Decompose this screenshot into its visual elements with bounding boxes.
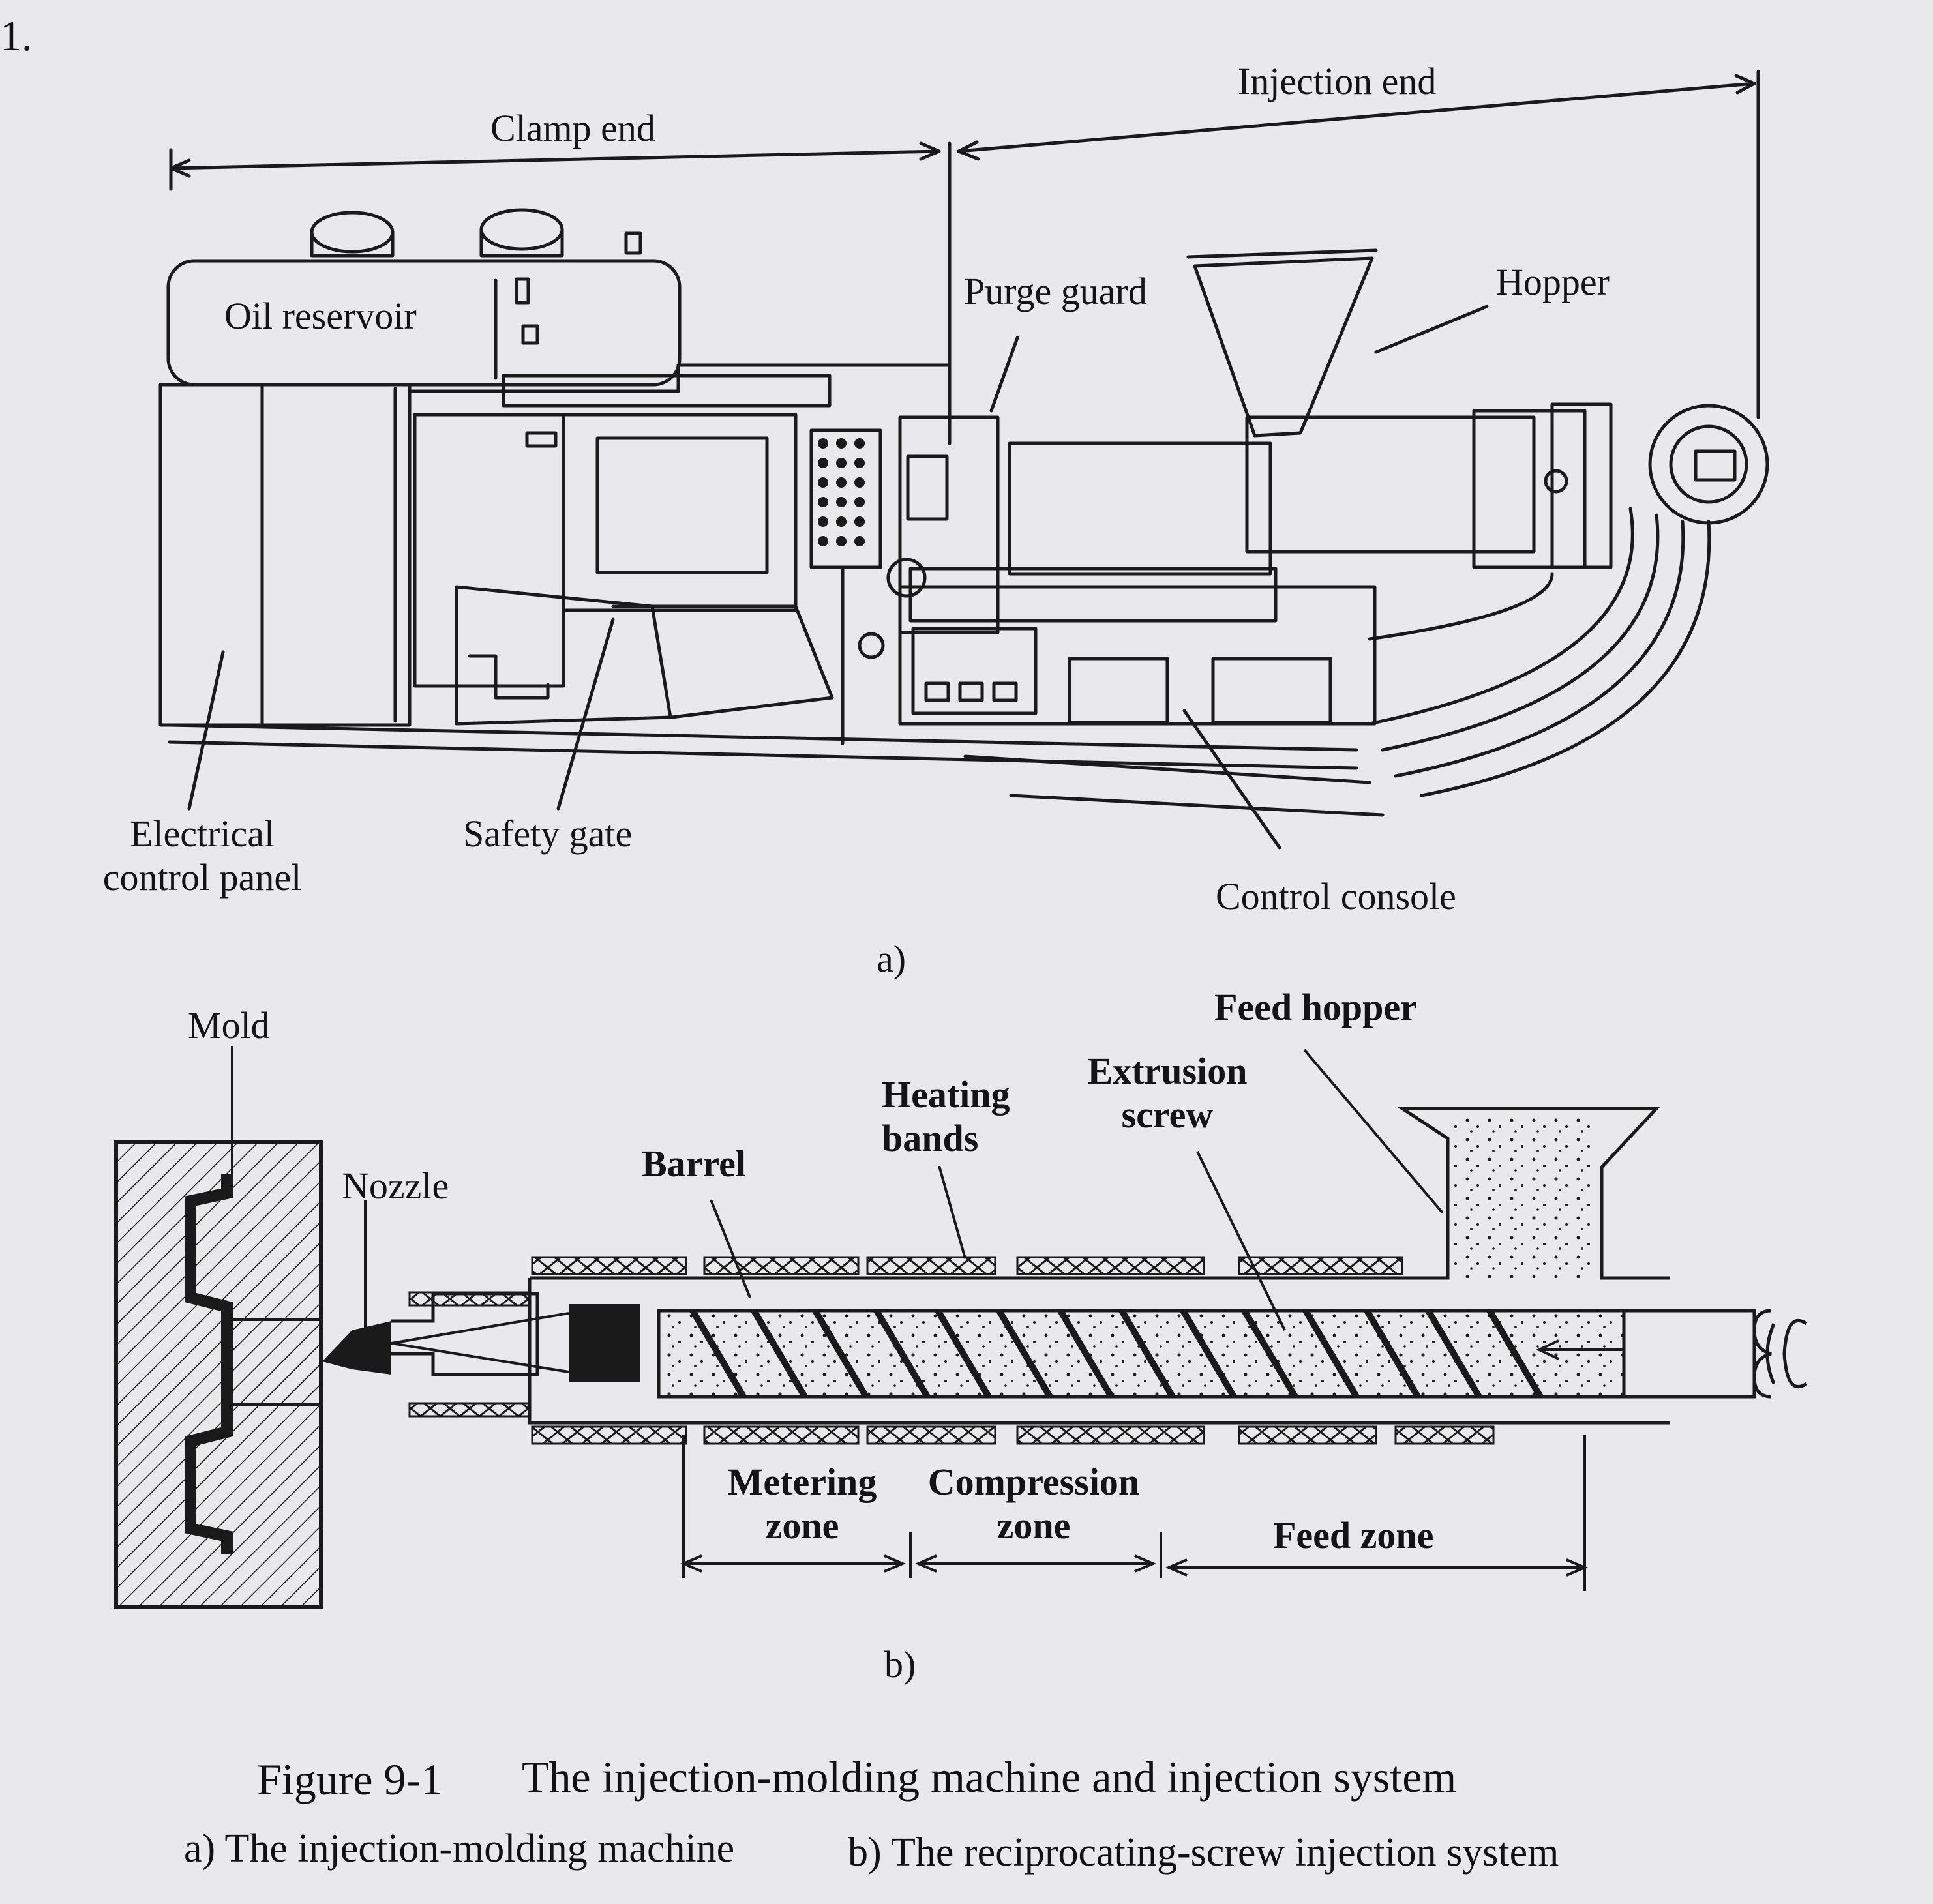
page-number: 1.	[0, 12, 33, 60]
oil-reservoir-label: Oil reservoir	[224, 295, 417, 337]
barrel-label: Barrel	[642, 1142, 746, 1185]
metering-zone-label: Metering zone	[727, 1461, 877, 1547]
safety-gate-label: Safety gate	[463, 812, 633, 855]
figure-number: Figure 9-1	[257, 1755, 443, 1804]
purge-guard-label: Purge guard	[964, 270, 1147, 312]
injection-end-label: Injection end	[1238, 60, 1437, 102]
compression-zone-label: Compression zone	[927, 1461, 1140, 1547]
control-console-label: Control console	[1216, 875, 1456, 917]
feed-hopper-label: Feed hopper	[1214, 986, 1417, 1028]
heating-bands-label: Heating bands	[882, 1073, 1010, 1159]
clamp-end-label: Clamp end	[490, 107, 655, 149]
mold-label: Mold	[188, 1004, 270, 1047]
figure-a-sublabel: a)	[877, 938, 907, 980]
figure-part-b-caption: b) The reciprocating-screw injection sys…	[848, 1830, 1559, 1875]
electrical-control-panel-label: Electrical control panel	[102, 812, 302, 899]
nozzle-label: Nozzle	[342, 1165, 449, 1207]
figure-part-a-caption: a) The injection-molding machine	[184, 1826, 735, 1871]
hopper-label: Hopper	[1496, 261, 1610, 303]
extrusion-screw-label: Extrusion screw	[1087, 1050, 1248, 1136]
figure-title: The injection-molding machine and inject…	[522, 1752, 1457, 1802]
figure-b-sublabel: b)	[884, 1643, 916, 1686]
feed-zone-label: Feed zone	[1273, 1514, 1434, 1556]
